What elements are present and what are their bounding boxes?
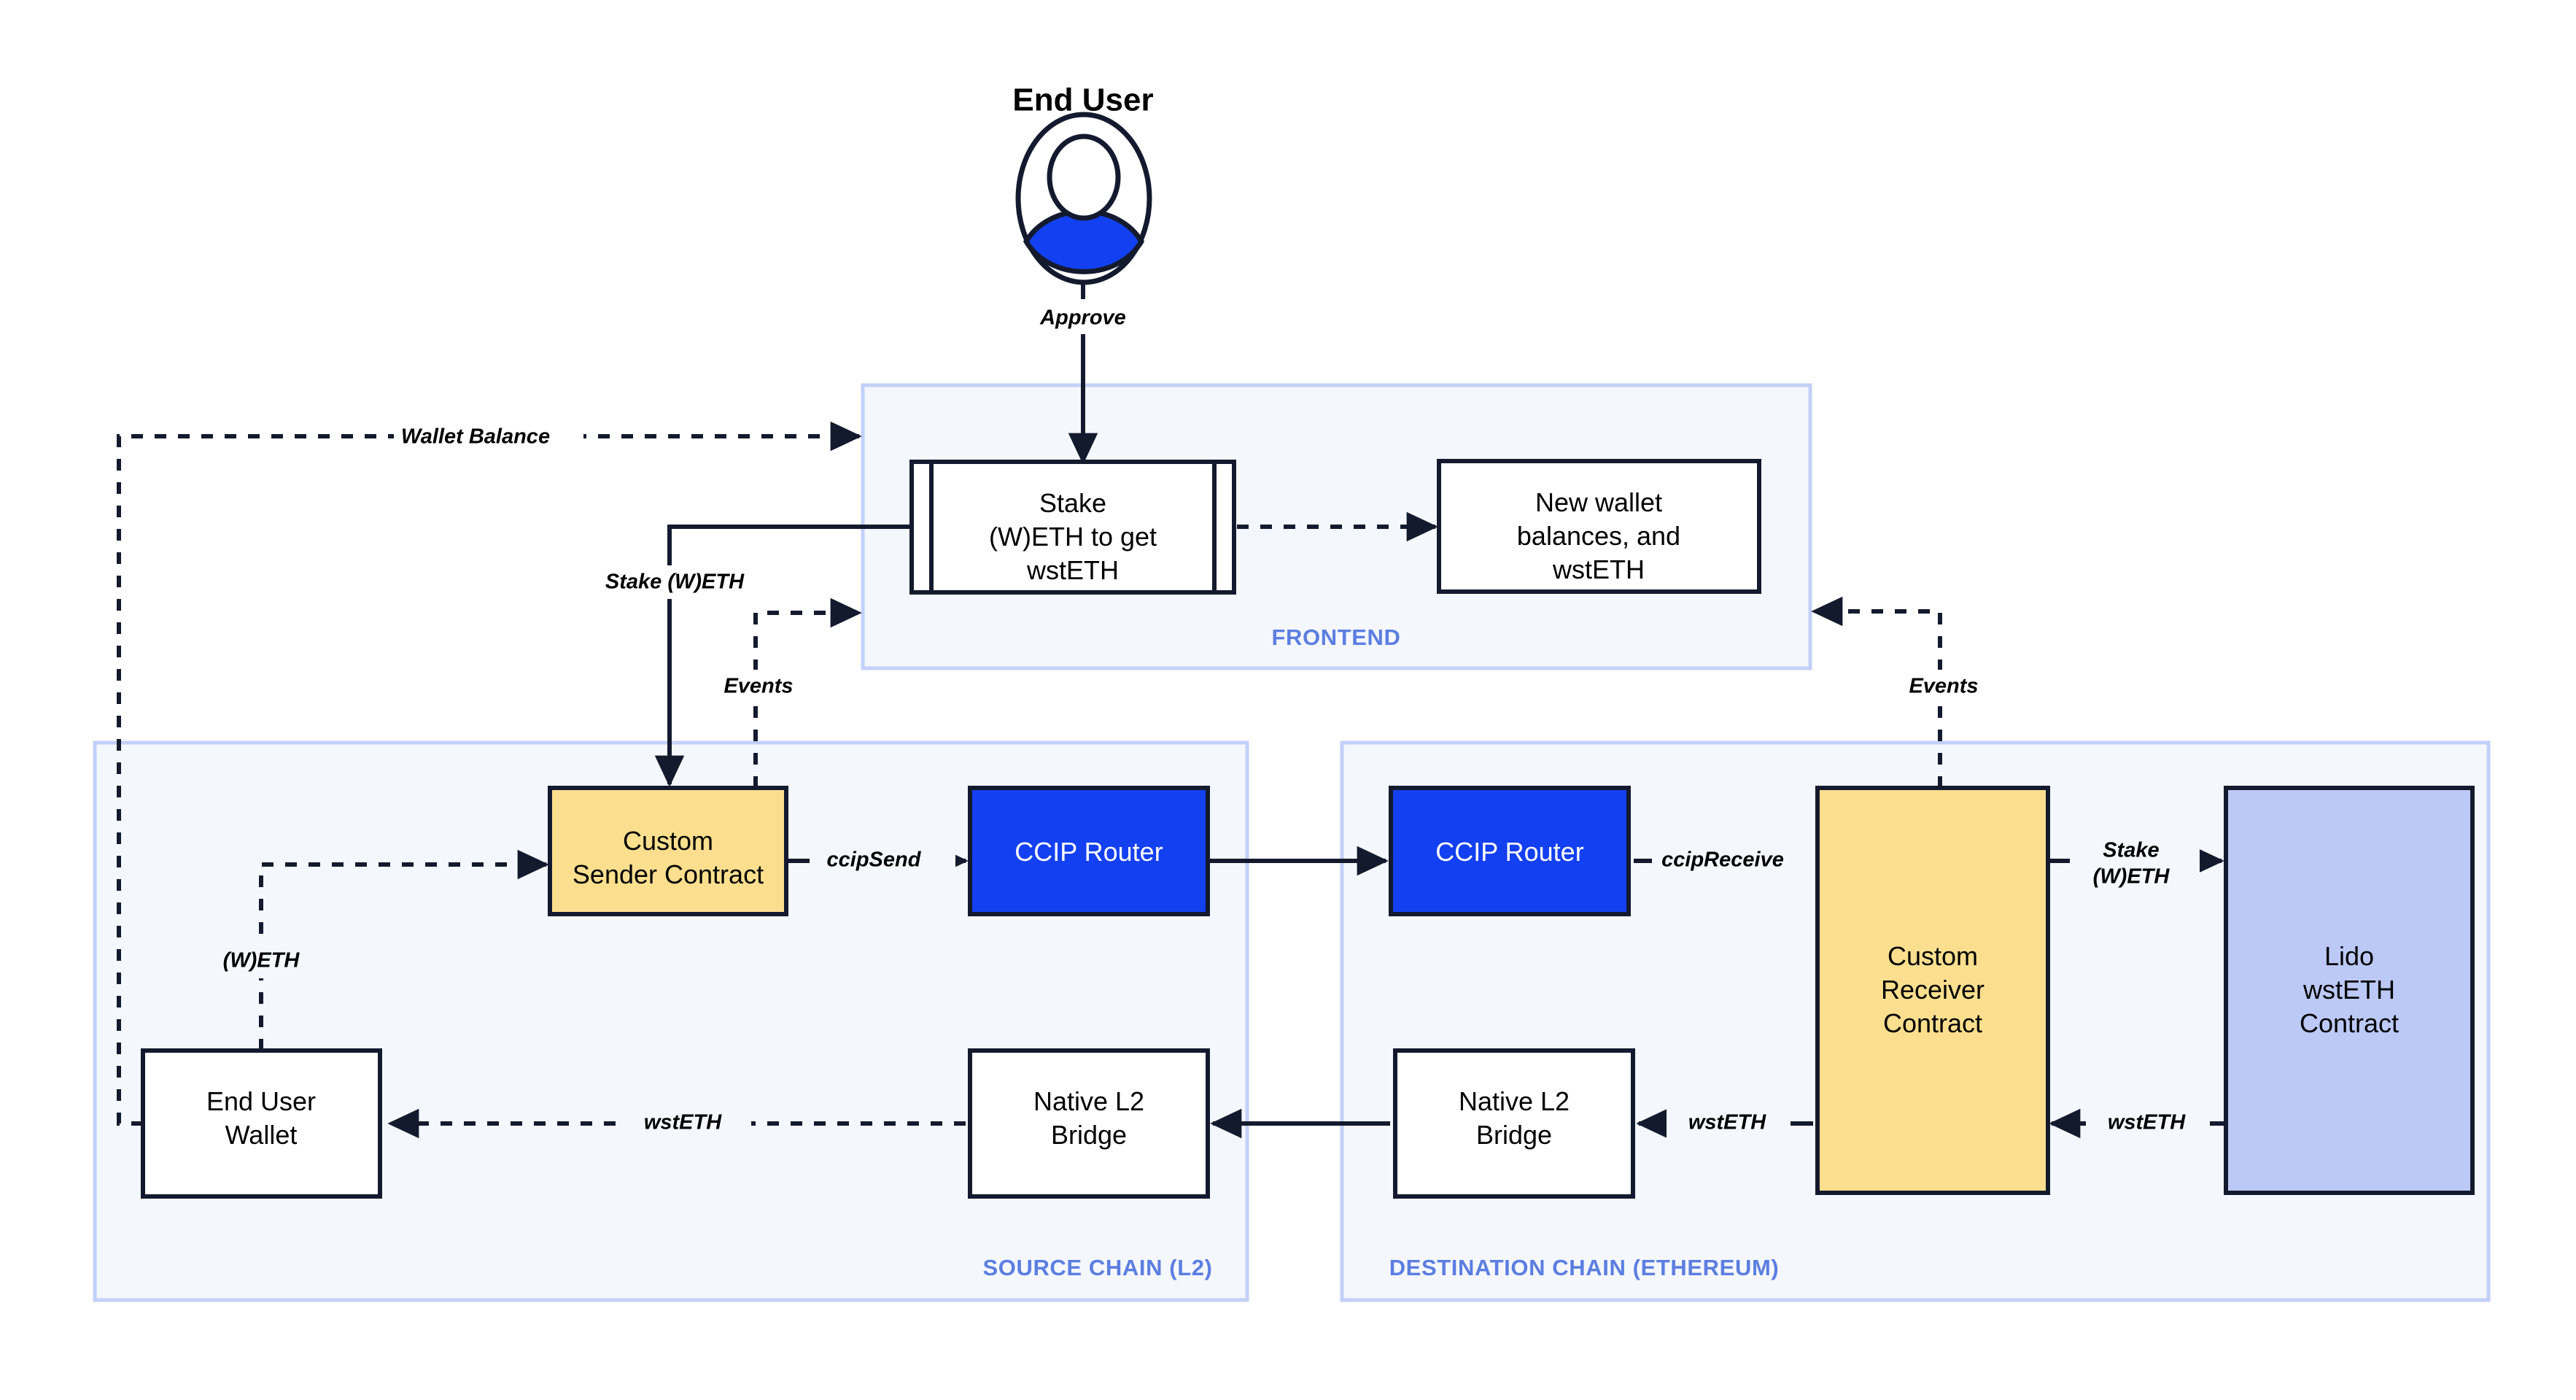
edge-ccip-send-label-bg <box>810 844 955 878</box>
node-stake-weth-rect <box>909 460 1236 595</box>
node-custom-receiver-contract-line1: Custom <box>1888 941 1978 971</box>
node-ccip-router-source-label: CCIP Router <box>1015 837 1163 867</box>
node-lido-wsteth-contract-line2: wstETH <box>2303 975 2395 1005</box>
edge-wallet-balance-label-bg <box>394 419 583 455</box>
edge-stake-lido-label-line1: Stake <box>2103 839 2159 862</box>
edge-events-source-label: Events <box>723 675 793 698</box>
edge-stake-weth: Stake (W)ETH <box>591 525 912 787</box>
end-user-title: End User <box>1012 82 1153 118</box>
edge-approve-label-bg <box>1014 299 1152 334</box>
edge-events-dest-label: Events <box>1909 675 1978 698</box>
edge-wsteth-lido-label-bg <box>2086 1107 2210 1140</box>
edge-wsteth-wallet: wstETH <box>387 1107 966 1140</box>
node-stake-weth-line2: (W)ETH to get <box>989 522 1157 552</box>
node-end-user-wallet-line2: Wallet <box>225 1120 298 1150</box>
edge-stake-lido-label-line2: (W)ETH <box>2093 865 2170 889</box>
edge-wsteth-lido-label: wstETH <box>2108 1111 2186 1134</box>
node-end-user-wallet[interactable]: End User Wallet <box>141 1048 382 1199</box>
edge-stake-lido-label-bg <box>2070 830 2200 894</box>
node-lido-wsteth-contract[interactable]: Lido wstETH Contract <box>2224 786 2475 1195</box>
edge-weth-label-bg <box>204 945 321 978</box>
edge-ccip-receive: ccipReceive <box>1634 844 1820 878</box>
end-user-actor[interactable]: End User <box>1012 82 1154 285</box>
lane-source-chain-label: SOURCE CHAIN (L2) <box>982 1255 1212 1280</box>
node-custom-receiver-contract[interactable]: Custom Receiver Contract <box>1815 786 2050 1195</box>
lane-frontend-label: FRONTEND <box>1271 624 1400 650</box>
edge-wsteth-bridge: wstETH <box>1636 1107 1813 1140</box>
node-ccip-router-dest[interactable]: CCIP Router <box>1389 786 1631 916</box>
edge-ccip-receive-label: ccipReceive <box>1661 848 1784 872</box>
edge-stake-weth-label: Stake (W)ETH <box>605 571 745 594</box>
edge-events-source: Events <box>693 597 862 788</box>
node-custom-sender-contract-rect <box>548 786 788 916</box>
node-native-bridge-dest-line2: Bridge <box>1476 1120 1552 1150</box>
node-custom-sender-contract[interactable]: Custom Sender Contract <box>548 786 788 916</box>
node-custom-receiver-contract-line3: Contract <box>1883 1008 1982 1038</box>
edge-wsteth-lido: wstETH <box>2049 1107 2238 1140</box>
edge-stake-lido: Stake (W)ETH <box>2048 830 2224 894</box>
edge-weth: (W)ETH <box>204 849 549 1051</box>
edge-ccip-receive-label-bg <box>1652 844 1820 878</box>
node-end-user-wallet-rect <box>141 1048 382 1199</box>
edge-stake-weth-label-bg <box>591 565 773 599</box>
edge-approve: Approve <box>1014 260 1152 465</box>
node-custom-receiver-contract-rect <box>1815 786 2050 1195</box>
node-new-balances-line1: New wallet <box>1535 487 1662 517</box>
node-ccip-router-source[interactable]: CCIP Router <box>968 786 1210 916</box>
node-ccip-router-source-rect <box>968 786 1210 916</box>
edge-events-source-line <box>753 597 862 788</box>
node-native-bridge-source[interactable]: Native L2 Bridge <box>968 1048 1210 1199</box>
edge-wsteth-bridge-label-bg <box>1667 1107 1791 1140</box>
node-custom-sender-contract-line1: Custom <box>623 826 713 856</box>
node-native-bridge-source-line2: Bridge <box>1051 1120 1127 1150</box>
node-lido-wsteth-contract-line3: Contract <box>2300 1008 2399 1038</box>
node-ccip-router-dest-rect <box>1389 786 1631 916</box>
node-custom-receiver-contract-line2: Receiver <box>1881 975 1985 1005</box>
edge-events-dest-line <box>1811 596 1942 788</box>
edge-stake-weth-line <box>654 525 912 787</box>
node-ccip-router-dest-label: CCIP Router <box>1435 837 1583 867</box>
node-new-balances-rect <box>1437 459 1761 594</box>
edge-weth-label: (W)ETH <box>223 949 300 972</box>
edge-events-source-label-bg <box>693 670 820 703</box>
node-new-balances[interactable]: New wallet balances, and wstETH <box>1437 459 1761 594</box>
edge-weth-line <box>259 849 549 1051</box>
node-lido-wsteth-contract-line1: Lido <box>2324 941 2374 971</box>
edge-wallet-balance: Wallet Balance <box>117 419 862 1126</box>
edge-wallet-balance-label: Wallet Balance <box>401 425 550 449</box>
node-native-bridge-source-rect <box>968 1048 1210 1199</box>
node-native-bridge-dest[interactable]: Native L2 Bridge <box>1393 1048 1635 1199</box>
node-new-balances-line3: wstETH <box>1552 554 1645 584</box>
node-stake-weth-line1: Stake <box>1039 488 1106 518</box>
node-native-bridge-dest-line1: Native L2 <box>1459 1086 1570 1116</box>
edge-wsteth-bridge-label: wstETH <box>1688 1111 1766 1134</box>
edge-approve-label: Approve <box>1039 306 1126 330</box>
edge-ccip-send-label: ccipSend <box>827 848 922 872</box>
node-native-bridge-dest-rect <box>1393 1048 1635 1199</box>
user-avatar-icon <box>1015 112 1152 285</box>
lane-destination-chain-label: DESTINATION CHAIN (ETHEREUM) <box>1389 1255 1780 1280</box>
edge-wsteth-wallet-label: wstETH <box>644 1111 722 1134</box>
node-native-bridge-source-line1: Native L2 <box>1033 1086 1144 1116</box>
node-end-user-wallet-line1: End User <box>206 1086 316 1116</box>
edge-wsteth-wallet-label-bg <box>620 1107 751 1140</box>
node-stake-weth[interactable]: Stake (W)ETH to get wstETH <box>909 460 1236 595</box>
edge-events-dest: Events <box>1811 596 2009 788</box>
node-custom-sender-contract-line2: Sender Contract <box>573 859 764 889</box>
edge-ccip-send: ccipSend <box>786 844 969 878</box>
edge-events-dest-label-bg <box>1882 670 2009 703</box>
node-stake-weth-line3: wstETH <box>1026 555 1119 585</box>
node-new-balances-line2: balances, and <box>1517 521 1680 551</box>
node-lido-wsteth-contract-rect <box>2224 786 2475 1195</box>
